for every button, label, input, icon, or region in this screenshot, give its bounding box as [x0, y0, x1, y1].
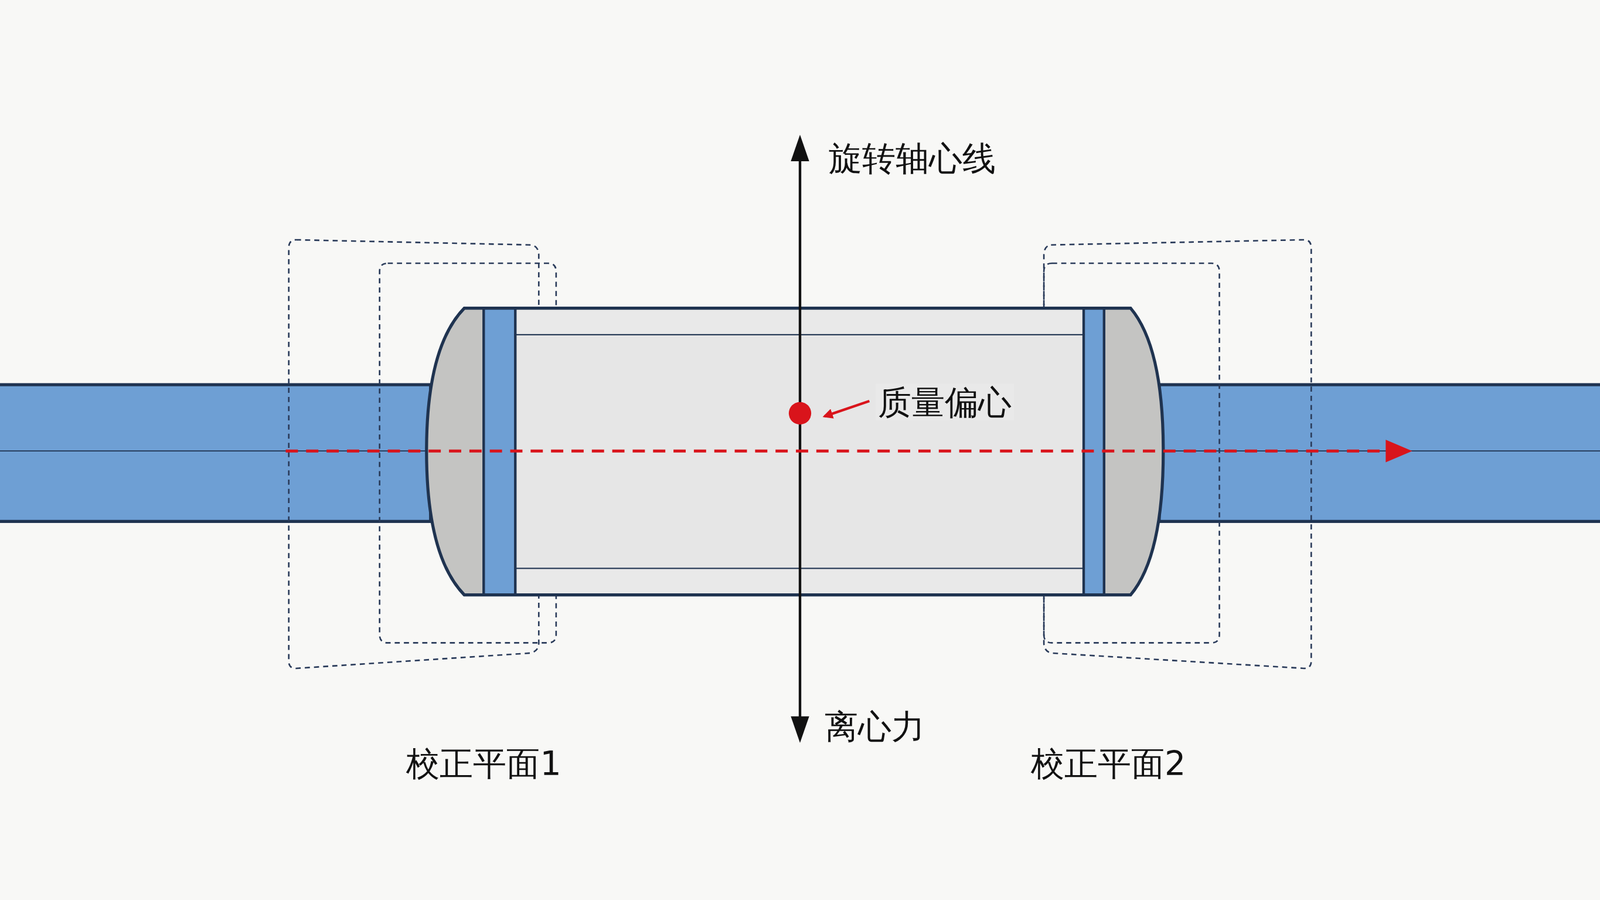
eccentric-axis — [286, 449, 1391, 453]
label: 离心力 — [822, 707, 928, 745]
label: 旋转轴心线 — [826, 139, 999, 177]
eccentric-mass-dot — [788, 402, 812, 425]
eccentric-axis-head — [1385, 439, 1412, 462]
leader-line — [824, 400, 870, 417]
axis-arrow — [790, 134, 809, 743]
label: 校正平面2 — [1028, 744, 1188, 782]
label: 校正平面1 — [403, 744, 564, 782]
label: 质量偏心 — [875, 383, 1014, 421]
